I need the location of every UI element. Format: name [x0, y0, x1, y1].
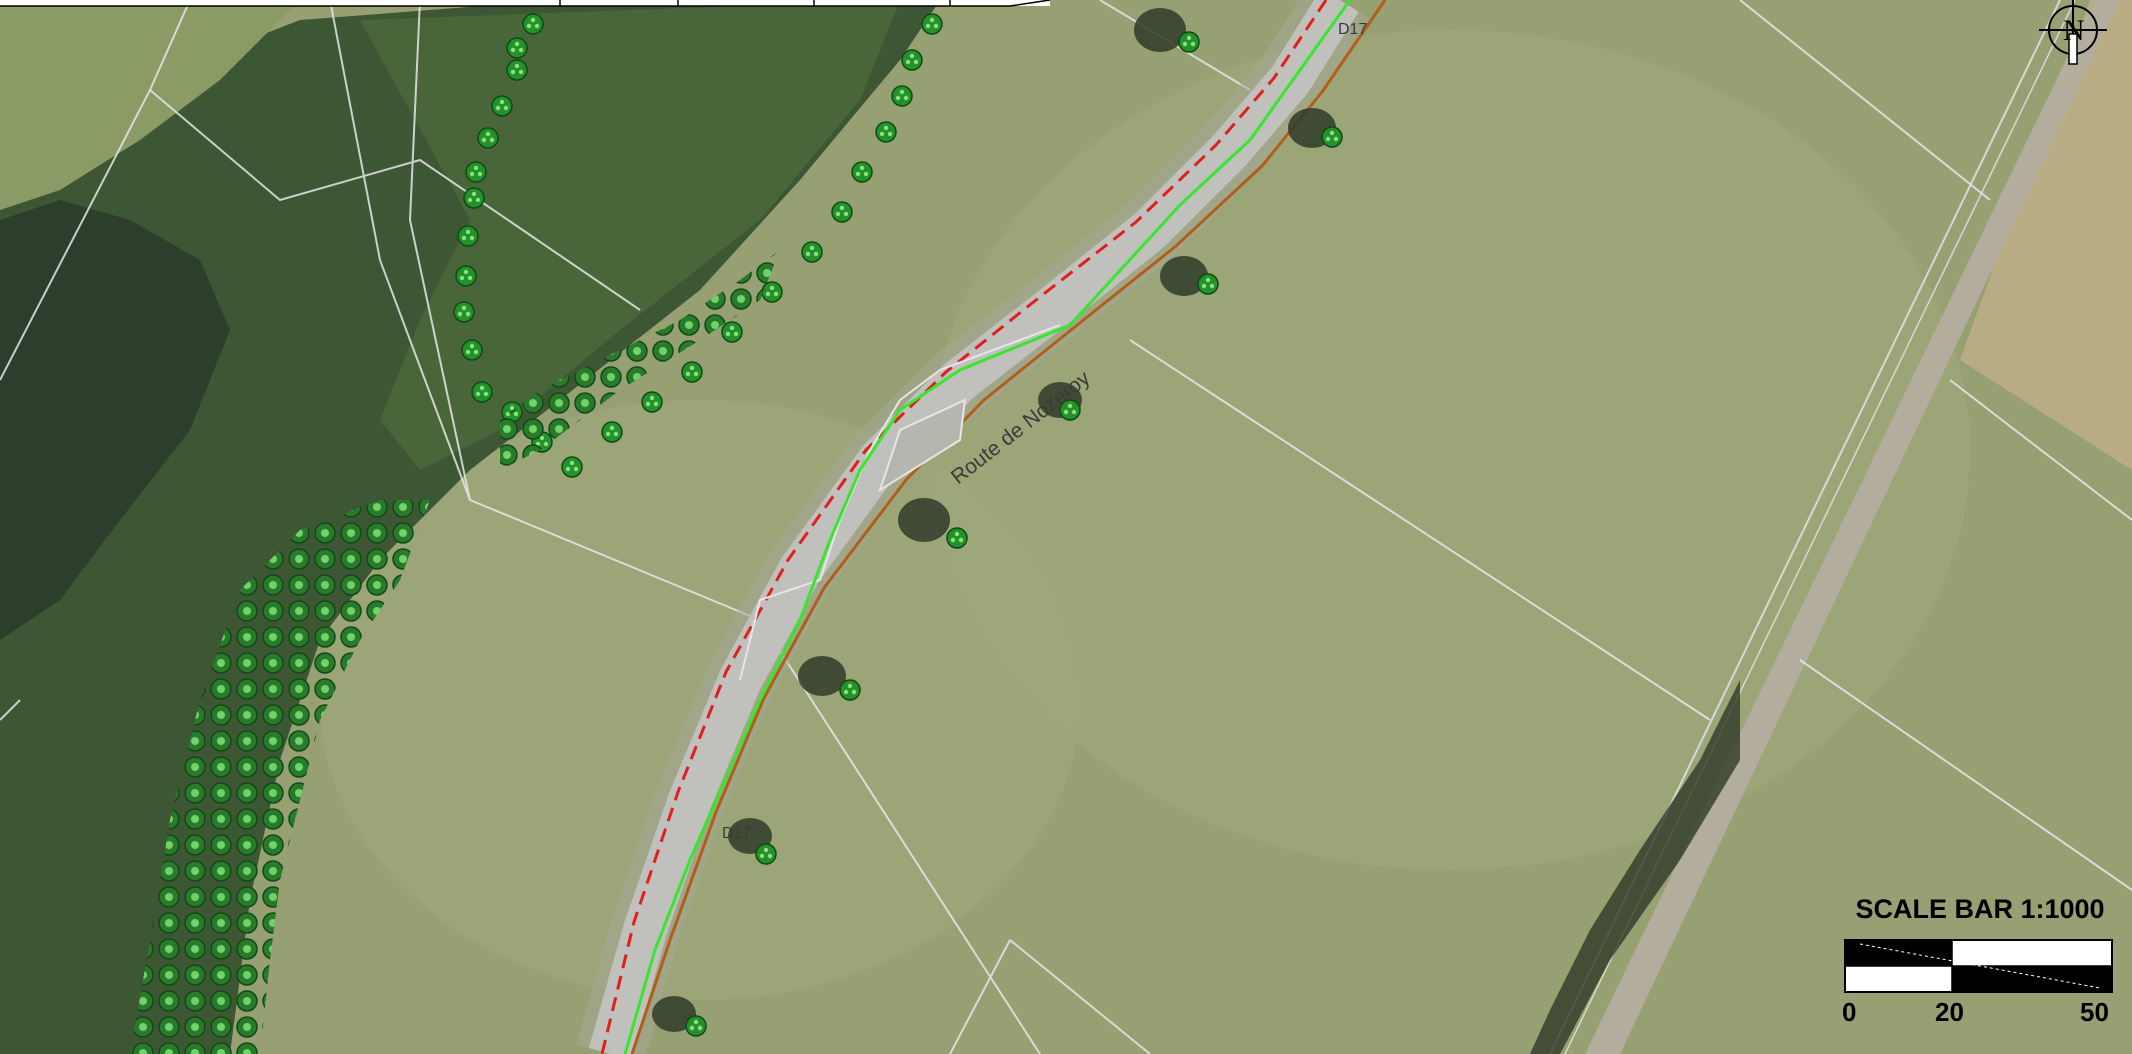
tree-belt-upper [500, 250, 780, 470]
crop-field [1960, 0, 2132, 470]
field-patch [930, 30, 1970, 870]
scale-tick-50: 50 [2080, 997, 2109, 1027]
scale-tick-20: 20 [1935, 997, 1964, 1027]
meadow-top-left [0, 0, 300, 210]
scale-bar [1844, 939, 2113, 993]
north-arrow-letter: N [2063, 14, 2085, 47]
hedge-shadow [1530, 680, 1740, 1054]
path-red-dashed [600, 0, 1328, 1054]
north-arrow-icon[interactable]: N [2039, 0, 2107, 65]
path-green [623, 0, 1352, 1054]
scale-tick-0: 0 [1842, 997, 1857, 1027]
forest-canopy [360, 0, 900, 470]
road-code-label-bottom: D17 [722, 825, 751, 842]
scale-bar-title: SCALE BAR 1:1000 [1855, 894, 2105, 924]
river-shadow [0, 200, 230, 640]
road-code-label-top: D17 [1338, 21, 1367, 38]
legend-strip [0, 0, 1051, 7]
roadside-trees [652, 8, 1343, 1037]
layby-inner [878, 398, 967, 493]
tree-belt-lower [130, 500, 430, 1054]
